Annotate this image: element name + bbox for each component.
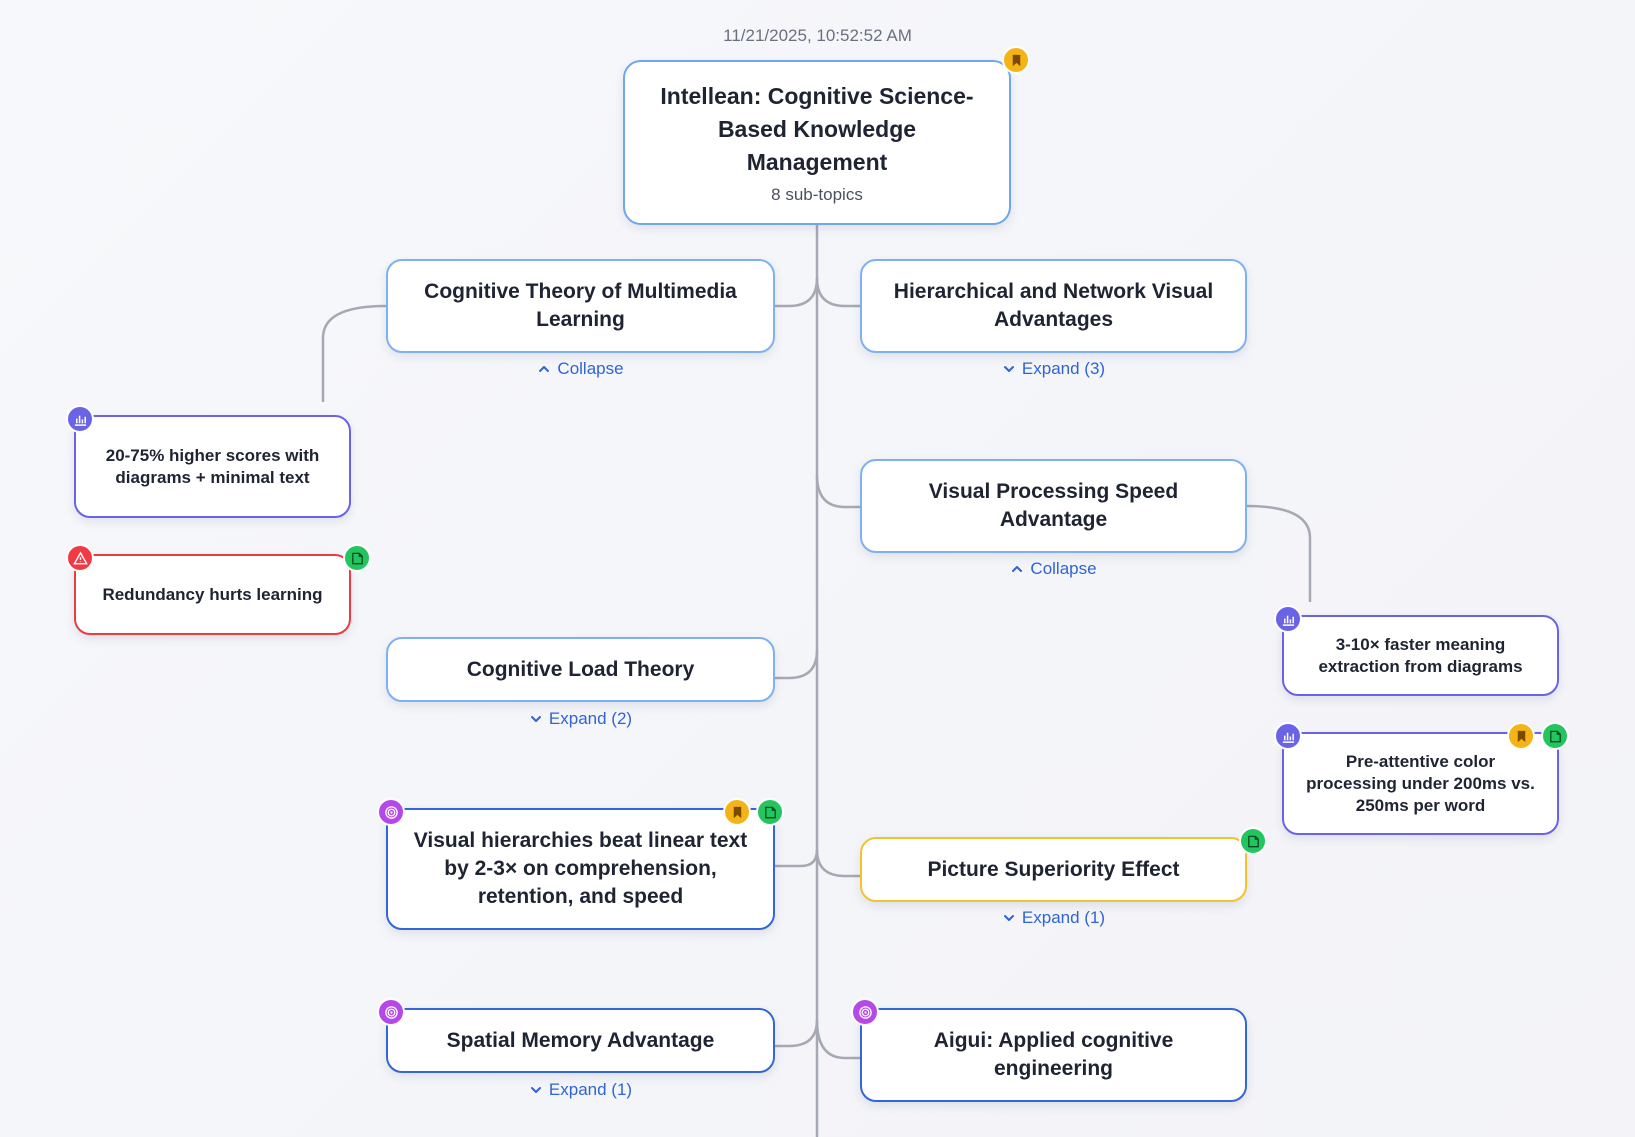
leaf-text: 3-10× faster meaning extraction from dia… bbox=[1318, 634, 1523, 676]
timestamp: 11/21/2025, 10:52:52 AM bbox=[723, 26, 912, 45]
chevron-down-icon bbox=[530, 1087, 541, 1093]
leaf-text: 20-75% higher scores with diagrams + min… bbox=[105, 445, 320, 487]
topic-title: Visual Processing Speed Advantage bbox=[928, 480, 1179, 531]
connector-visual-hierarchies bbox=[775, 849, 819, 868]
collapse-toggle-cognitive-theory[interactable]: Collapse bbox=[386, 357, 775, 381]
leaf-higher-scores[interactable]: 20-75% higher scores with diagrams + min… bbox=[66, 405, 351, 518]
target-icon bbox=[377, 798, 405, 826]
chevron-down-icon bbox=[1003, 915, 1014, 921]
root-subtitle: 8 sub-topics bbox=[771, 185, 863, 204]
bar-chart-icon bbox=[66, 405, 94, 433]
target-icon bbox=[851, 998, 879, 1026]
toggle-label: Expand (3) bbox=[1021, 359, 1106, 378]
target-icon bbox=[377, 998, 405, 1026]
toggle-label: Expand (1) bbox=[548, 1080, 633, 1099]
note-icon[interactable] bbox=[343, 544, 371, 572]
leaf-faster-meaning[interactable]: 3-10× faster meaning extraction from dia… bbox=[1274, 605, 1559, 696]
topic-visual-processing-speed[interactable]: Visual Processing Speed Advantage bbox=[860, 459, 1247, 553]
topic-visual-hierarchies[interactable]: Visual hierarchies beat linear text by 2… bbox=[377, 798, 784, 930]
topic-spatial-memory[interactable]: Spatial Memory Advantage bbox=[377, 998, 775, 1073]
expand-toggle-picture-superiority[interactable]: Expand (1) bbox=[860, 906, 1247, 930]
topic-title: Spatial Memory Advantage bbox=[446, 1028, 715, 1052]
expand-toggle-cognitive-load[interactable]: Expand (2) bbox=[386, 707, 775, 731]
note-icon[interactable] bbox=[756, 798, 784, 826]
bar-chart-icon bbox=[1274, 605, 1302, 633]
chevron-up-icon bbox=[539, 366, 550, 372]
warning-icon bbox=[66, 544, 94, 572]
connector-aigui bbox=[815, 1019, 860, 1060]
bookmark-icon[interactable] bbox=[723, 798, 751, 826]
connector-cognitive-load bbox=[775, 649, 819, 680]
expand-toggle-spatial-memory[interactable]: Expand (1) bbox=[386, 1078, 775, 1102]
connector-hierarchical bbox=[815, 277, 860, 308]
topic-title: Aigui: Applied cognitive engineering bbox=[933, 1029, 1174, 1080]
topic-cognitive-load[interactable]: Cognitive Load Theory bbox=[386, 637, 775, 702]
note-icon[interactable] bbox=[1541, 722, 1569, 750]
chevron-down-icon bbox=[530, 716, 541, 722]
leaf-preattentive[interactable]: Pre-attentive color processing under 200… bbox=[1274, 722, 1569, 835]
topic-aigui[interactable]: Aigui: Applied cognitive engineering bbox=[851, 998, 1247, 1102]
topic-cognitive-theory-multimedia[interactable]: Cognitive Theory of Multimedia Learning bbox=[386, 259, 775, 353]
toggle-label: Collapse bbox=[1030, 559, 1097, 578]
connector-visual-processing-children bbox=[1246, 504, 1312, 602]
chevron-up-icon bbox=[1012, 566, 1023, 572]
toggle-label: Expand (2) bbox=[548, 709, 633, 728]
topic-title: Visual hierarchies beat linear text by 2… bbox=[413, 829, 748, 908]
connector-picture-superiority bbox=[815, 849, 860, 878]
connector-cognitive-theory bbox=[775, 277, 819, 308]
topic-title: Hierarchical and Network Visual Advantag… bbox=[893, 280, 1214, 331]
root-node[interactable]: Intellean: Cognitive Science-Based Knowl… bbox=[623, 46, 1030, 225]
root-title: Intellean: Cognitive Science-Based Knowl… bbox=[660, 83, 974, 175]
toggle-label: Collapse bbox=[557, 359, 624, 378]
collapse-toggle-visual-processing[interactable]: Collapse bbox=[860, 557, 1247, 581]
leaf-text: Pre-attentive color processing under 200… bbox=[1306, 751, 1535, 815]
topic-picture-superiority[interactable]: Picture Superiority Effect bbox=[860, 827, 1267, 902]
leaf-text: Redundancy hurts learning bbox=[102, 584, 323, 604]
bookmark-icon[interactable] bbox=[1002, 46, 1030, 74]
chevron-down-icon bbox=[1003, 366, 1014, 372]
note-icon[interactable] bbox=[1239, 827, 1267, 855]
topic-title: Picture Superiority Effect bbox=[927, 857, 1180, 881]
topic-title: Cognitive Theory of Multimedia Learning bbox=[424, 280, 737, 331]
topic-title: Cognitive Load Theory bbox=[466, 657, 695, 681]
leaf-redundancy[interactable]: Redundancy hurts learning bbox=[66, 544, 371, 635]
expand-toggle-hierarchical-network[interactable]: Expand (3) bbox=[860, 357, 1247, 381]
bar-chart-icon bbox=[1274, 722, 1302, 750]
connector-spatial-memory bbox=[775, 1019, 819, 1048]
connector-cognitive-theory-children bbox=[321, 304, 387, 402]
topic-hierarchical-network[interactable]: Hierarchical and Network Visual Advantag… bbox=[860, 259, 1247, 353]
toggle-label: Expand (1) bbox=[1021, 908, 1106, 927]
connector-visual-processing bbox=[815, 474, 860, 509]
bookmark-icon[interactable] bbox=[1507, 722, 1535, 750]
